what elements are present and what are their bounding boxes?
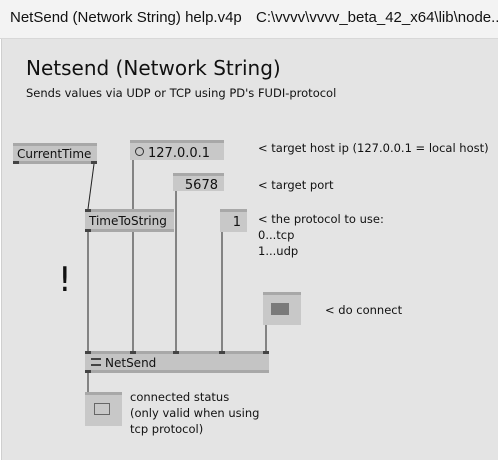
connect-toggle[interactable] [263,292,301,325]
title-bar: NetSend (Network String) help.v4p C:\vvv… [0,0,498,39]
link-currenttime-timetostring [87,163,95,210]
host-iobox[interactable]: 127.0.0.1 [130,140,224,161]
netsend-label: NetSend [105,356,157,370]
netsend-output-pin[interactable] [85,370,91,373]
window-title: NetSend (Network String) help.v4p [10,9,242,26]
netsend-input-pin-port[interactable] [173,351,179,354]
port-value: 5678 [184,178,218,193]
exclamation-mark: ! [58,260,72,300]
timetostring-input-pin[interactable] [85,209,91,212]
patch-heading: Netsend (Network String) [26,56,281,80]
netsend-input-pin-connect[interactable] [263,351,269,354]
timetostring-output-pin[interactable] [85,229,91,232]
patch-subheading: Sends values via UDP or TCP using PD's F… [26,86,337,100]
host-value: 127.0.0.1 [148,146,211,161]
patch-canvas[interactable] [1,39,498,460]
port-iobox[interactable]: 5678 [173,173,224,193]
toggle-on-icon [271,303,289,315]
node-menu-icon [91,358,101,366]
currenttime-node[interactable]: CurrentTime [13,143,97,164]
status-comment-2: (only valid when using [130,406,260,420]
netsend-node[interactable]: NetSend [85,351,269,373]
string-type-icon [135,147,144,156]
connect-comment: < do connect [325,303,403,317]
protocol-value: 1 [232,215,241,230]
currenttime-output-pin-2[interactable] [91,161,97,164]
status-comment-1: connected status [130,390,230,404]
currenttime-label: CurrentTime [17,147,92,161]
timetostring-node[interactable]: TimeToString [85,209,174,232]
toggle-off-icon [94,403,110,415]
netsend-input-pin-input[interactable] [85,351,91,354]
protocol-comment-3: 1...udp [258,244,299,258]
netsend-input-pin-protocol[interactable] [219,351,225,354]
timetostring-label: TimeToString [89,214,167,228]
protocol-comment-2: 0...tcp [258,228,295,242]
status-toggle[interactable] [85,392,122,426]
host-comment: < target host ip (127.0.0.1 = local host… [258,141,489,155]
port-comment: < target port [258,178,334,192]
status-comment-3: tcp protocol) [130,422,204,436]
window-path: C:\vvvv\vvvv_beta_42_x64\lib\node... [256,9,498,26]
protocol-iobox[interactable]: 1 [220,209,247,232]
protocol-comment-1: < the protocol to use: [258,212,384,226]
currenttime-output-pin[interactable] [13,161,19,164]
netsend-input-pin-host[interactable] [130,351,136,354]
